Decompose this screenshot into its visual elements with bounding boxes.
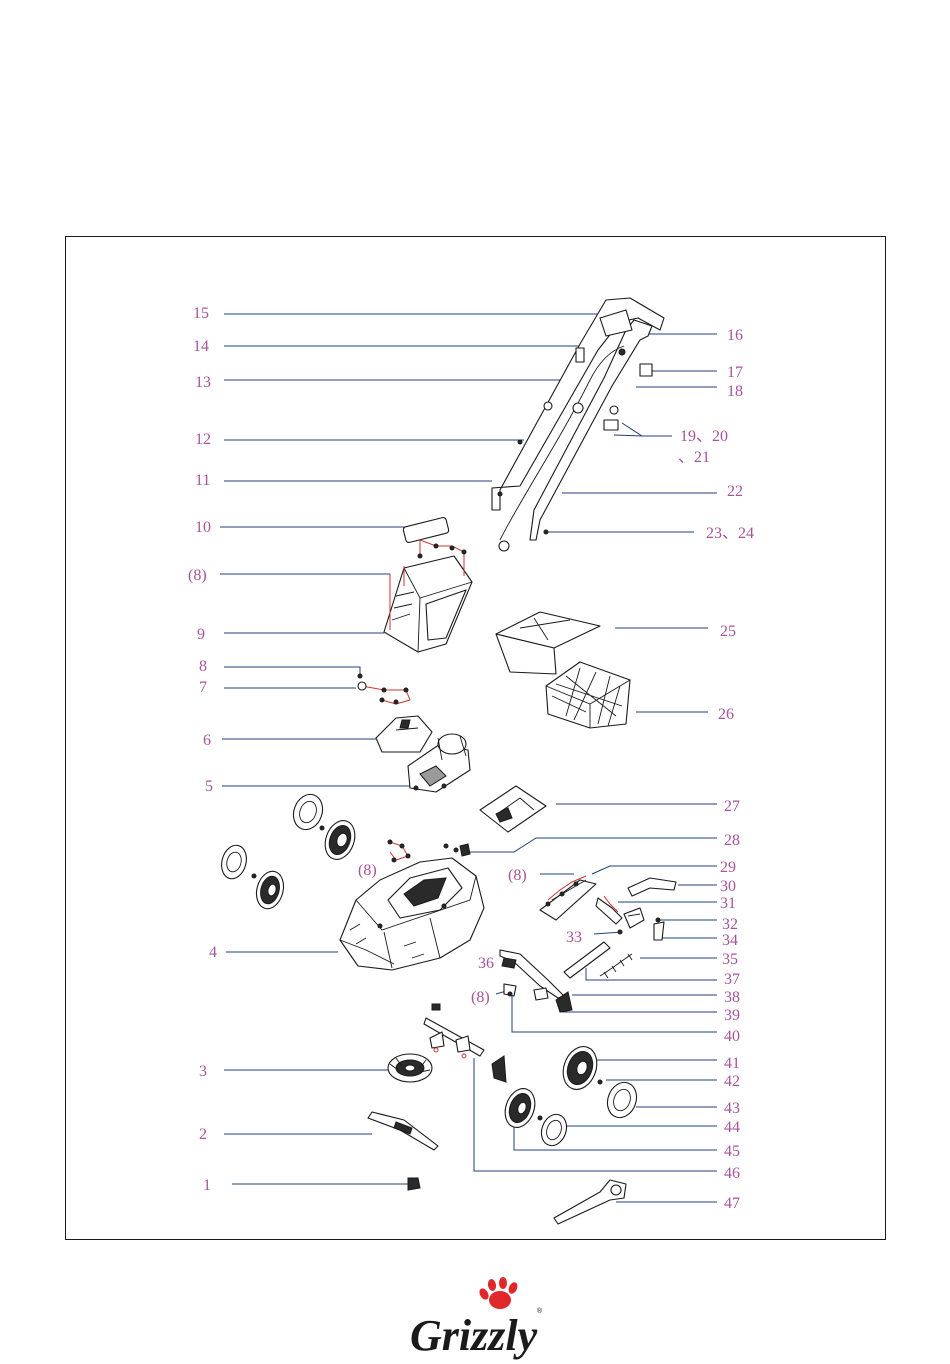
springs-rods	[500, 942, 632, 998]
screw-set-7	[358, 674, 410, 704]
label-16: 16	[727, 327, 743, 344]
label-46: 46	[724, 1165, 740, 1182]
label-41: 41	[724, 1055, 740, 1072]
label-22: 22	[727, 483, 743, 500]
label-23-24: 23、24	[706, 525, 754, 542]
label-5: 5	[205, 778, 213, 795]
label-21: 、21	[678, 449, 710, 466]
label-12: 12	[195, 431, 211, 448]
part-labels: 15 14 13 12 11 10 (8) 9 8 7 6 5 (8) 4 3 …	[188, 305, 754, 1212]
label-33: 33	[566, 929, 582, 946]
label-37: 37	[724, 971, 740, 988]
rear-wheels-lower	[218, 842, 287, 911]
label-42: 42	[724, 1073, 740, 1090]
label-32: 32	[722, 916, 738, 933]
blade-bolt	[408, 1178, 420, 1190]
grass-box	[384, 540, 472, 652]
label-9: 9	[197, 626, 205, 643]
label-25: 25	[720, 623, 736, 640]
label-11: 11	[195, 472, 210, 489]
label-6: 6	[203, 732, 211, 749]
label-45: 45	[724, 1143, 740, 1160]
label-ref8-b: (8)	[358, 862, 377, 879]
label-3: 3	[199, 1063, 207, 1080]
blade-spanner	[554, 1180, 626, 1224]
rear-axle	[424, 1004, 506, 1082]
label-17: 17	[727, 364, 743, 381]
blade	[368, 1112, 438, 1150]
brand-name: Grizzly	[410, 1311, 538, 1360]
handle-assembly	[492, 298, 664, 551]
label-14: 14	[193, 338, 209, 355]
label-7: 7	[199, 679, 207, 696]
label-27: 27	[724, 798, 740, 815]
label-1: 1	[203, 1177, 211, 1194]
paw-icon	[478, 1277, 520, 1309]
label-10: 10	[195, 519, 211, 536]
label-29: 29	[720, 859, 736, 876]
label-38: 38	[724, 989, 740, 1006]
label-39: 39	[724, 1007, 740, 1024]
label-34: 34	[722, 932, 738, 949]
label-36: 36	[478, 955, 494, 972]
registered-mark: ®	[537, 1307, 543, 1315]
label-8: 8	[199, 658, 207, 675]
label-4: 4	[209, 944, 217, 961]
label-47: 47	[724, 1195, 740, 1212]
label-19-20: 19、20	[680, 428, 728, 445]
grass-bag	[546, 662, 630, 728]
label-ref8-a: (8)	[188, 567, 207, 584]
label-43: 43	[724, 1100, 740, 1117]
label-15: 15	[193, 305, 209, 322]
label-2: 2	[199, 1126, 207, 1143]
label-ref8-d: (8)	[471, 989, 490, 1006]
fan	[388, 1054, 432, 1082]
label-18: 18	[727, 383, 743, 400]
safety-flap	[480, 786, 546, 832]
front-wheels	[500, 1042, 641, 1149]
motor-cover	[376, 716, 432, 752]
label-28: 28	[724, 832, 740, 849]
grass-box-handle	[403, 517, 450, 543]
label-31: 31	[720, 895, 736, 912]
label-30: 30	[720, 878, 736, 895]
screw-set-8-body	[388, 840, 470, 862]
label-35: 35	[722, 951, 738, 968]
label-13: 13	[195, 374, 211, 391]
label-26: 26	[718, 706, 734, 723]
label-44: 44	[724, 1119, 740, 1136]
rear-wheels-upper	[289, 790, 360, 863]
grizzly-logo: Grizzly ®	[410, 1277, 543, 1360]
diagram-frame	[66, 237, 886, 1240]
label-ref8-c: (8)	[508, 867, 527, 884]
label-40: 40	[724, 1028, 740, 1045]
